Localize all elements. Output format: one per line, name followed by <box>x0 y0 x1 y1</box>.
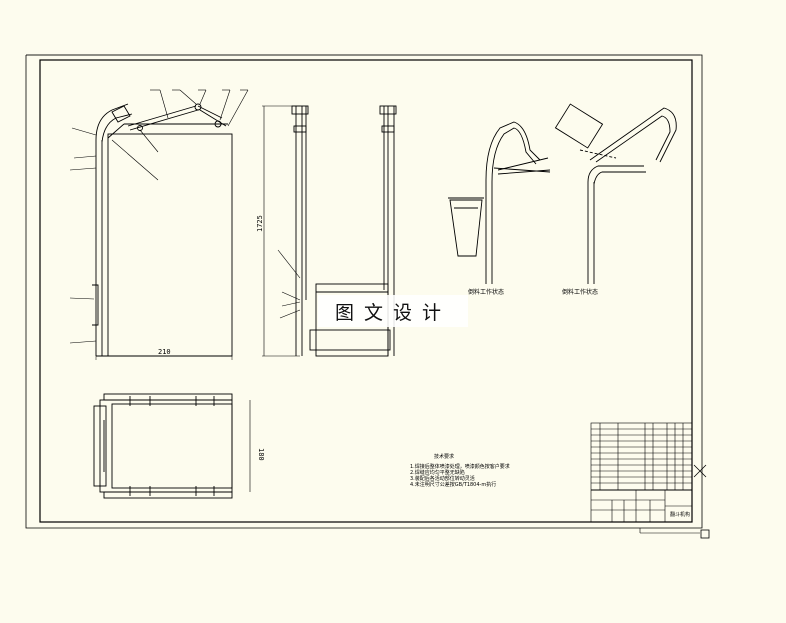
plan-view <box>93 393 251 499</box>
dim-width-bottom: 210 <box>158 348 171 356</box>
front-view <box>69 89 249 360</box>
drawing-name: 翻斗机构 <box>670 511 690 518</box>
title-block <box>590 422 693 523</box>
notes-line-2: 2.焊缝应均匀平整无缺陷 <box>410 469 465 476</box>
dim-depth-plan: 180 <box>257 448 265 461</box>
notes-line-4: 4.未注明尺寸公差按GB/T1804-m执行 <box>410 481 496 488</box>
technical-notes: 技术要求 1.焊接后整体喷漆处理，喷漆颜色按客户要求 2.焊缝应均匀平整无缺陷 … <box>410 453 510 488</box>
sheet-border <box>25 54 710 539</box>
watermark-banner: 图文设计 <box>318 295 468 327</box>
notes-title: 技术要求 <box>434 453 454 460</box>
work-state-view-a <box>448 121 551 284</box>
dim-height-side: 1725 <box>256 215 264 232</box>
caption-view-a: 倒料工作状态 <box>468 288 504 296</box>
work-state-view-b <box>554 103 677 284</box>
watermark-text: 图文设计 <box>334 301 451 324</box>
caption-view-b: 倒料工作状态 <box>562 288 598 296</box>
notes-line-3: 3.装配后各活动部位转动灵活 <box>410 475 475 482</box>
notes-line-1: 1.焊接后整体喷漆处理，喷漆颜色按客户要求 <box>410 463 510 470</box>
